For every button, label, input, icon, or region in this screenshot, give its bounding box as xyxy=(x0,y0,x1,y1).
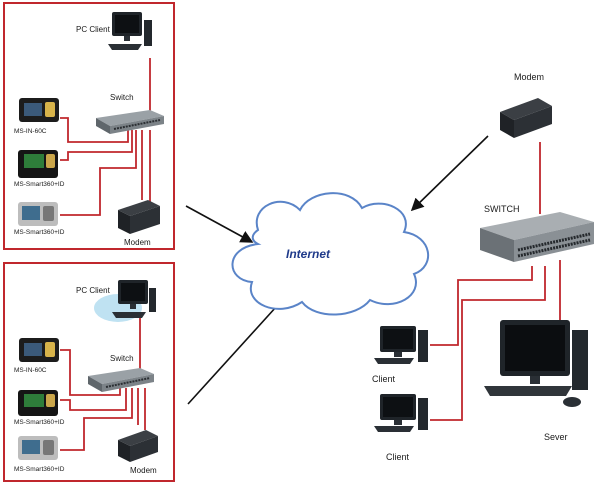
wan-links xyxy=(185,135,489,405)
site-a-modem-icon xyxy=(118,200,160,234)
site-a-device-label-3: MS-Smart360+ID xyxy=(14,229,65,236)
site-b-modem-icon xyxy=(118,430,158,462)
site-b-switch-label: Switch xyxy=(110,354,134,363)
site-b-links xyxy=(60,318,146,451)
hub-server-icon xyxy=(484,320,588,407)
hub-server-label: Sever xyxy=(544,432,568,442)
site-a-device-label-1: MS-IN-60C xyxy=(14,128,47,135)
site-b-switch-icon xyxy=(88,368,154,392)
site-b-terminal-3-icon xyxy=(18,436,58,460)
site-a-terminal-3-icon xyxy=(18,202,58,226)
site-b-pc-icon xyxy=(94,280,156,322)
site-a-switch-icon xyxy=(96,110,164,134)
site-a-pc-icon xyxy=(108,12,152,50)
hub-client-1-icon xyxy=(374,326,428,364)
site-a-switch-label: Switch xyxy=(110,93,134,102)
site-b-pc-label: PC Client xyxy=(76,286,110,295)
site-a-terminal-2-icon xyxy=(18,150,58,178)
hub-client-2-label: Client xyxy=(386,452,410,462)
hub-switch-icon xyxy=(480,212,594,262)
site-a-pc-label: PC Client xyxy=(76,25,110,34)
hub-links xyxy=(430,142,561,421)
site-b-device-label-2: MS-Smart360+ID xyxy=(14,419,65,426)
site-a-device-label-2: MS-Smart360+ID xyxy=(14,181,65,188)
site-a-links xyxy=(60,58,151,216)
site-b-device-label-1: MS-IN-60C xyxy=(14,367,47,374)
site-a-terminal-1-icon xyxy=(19,98,59,122)
site-b-terminal-2-icon xyxy=(18,390,58,416)
hub-client-2-icon xyxy=(374,394,428,432)
site-b-device-label-3: MS-Smart360+ID xyxy=(14,466,65,473)
site-b-modem-label: Modem xyxy=(130,466,157,475)
internet-label: Internet xyxy=(286,247,331,261)
hub-switch-label: SWITCH xyxy=(484,204,520,214)
hub-modem-label: Modem xyxy=(514,72,545,82)
hub-client-1-label: Client xyxy=(372,374,396,384)
internet-cloud xyxy=(231,192,430,316)
hub-modem-icon xyxy=(500,98,552,138)
site-a-modem-label: Modem xyxy=(124,238,151,247)
site-b-terminal-1-icon xyxy=(19,338,59,362)
